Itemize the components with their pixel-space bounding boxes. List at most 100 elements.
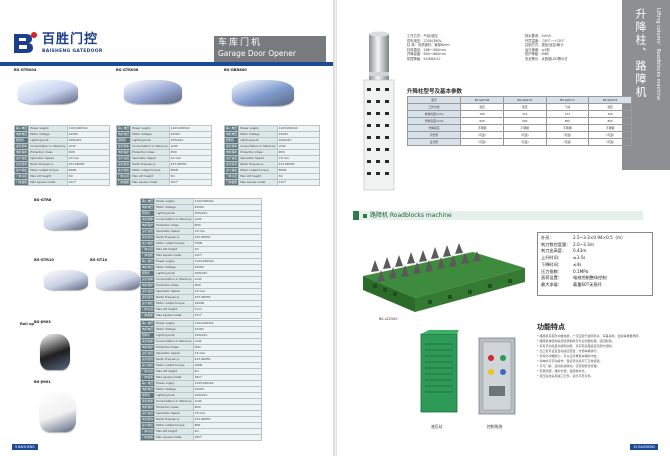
roadblock-spec-value: 2.5~3.3×0.94×0.5（m）: [573, 235, 626, 240]
roadblock-spec-value: ≤3.5s: [573, 255, 586, 261]
spec-cell: 运行速度: [223, 155, 240, 162]
spec-cell: Consumption in Stand-by: [130, 143, 170, 150]
spec-cell: 最大输出: [139, 362, 156, 369]
spec-cell: Max square meter: [28, 179, 68, 186]
product-model-label: BS-JM03: [34, 320, 51, 324]
feature-item: * 具有防冲撞能力，可以应对重型车辆的冲击。: [537, 354, 600, 358]
model-table-cell: 800: [588, 117, 632, 125]
product-model-label: BS-GTR8: [34, 198, 52, 202]
spec-cell: 门体面积: [139, 434, 156, 441]
feature-item: * 安装简便，维护方便，使用寿命长。: [537, 369, 588, 373]
spec-cell: 电机电压: [223, 131, 240, 138]
model-table-header-cell: 型号: [406, 96, 462, 104]
spec-cell: 遥控距离: [13, 161, 30, 168]
spec-cell: 10m²: [168, 179, 213, 186]
right-header-en: Lifting column、Roadblocks machine: [655, 8, 661, 101]
feature-item: * 路障机体结构采用优质钢材及专业喷塑处理，坚固耐用。: [537, 339, 615, 343]
spec-cell: 门体面积: [139, 312, 156, 319]
spec-cell: 输入电压: [139, 198, 156, 205]
spec-cell: 最大输出: [115, 167, 132, 174]
spec-cell: 最大输出: [139, 422, 156, 429]
spec-cell: Max square meter: [130, 179, 170, 186]
roadblock-spec-key: 压力指数：: [541, 268, 562, 274]
model-table-cell: 升降机芯: [406, 124, 462, 132]
control-cabinet-image: [477, 336, 517, 416]
intro-line: 升降高度：600～800mm: [407, 52, 446, 57]
spec-cell: 门体高度: [139, 368, 156, 375]
product-image: [40, 392, 76, 432]
roadblock-spec-value: ≤4s: [573, 261, 582, 267]
product-model-label: BS-JM01: [34, 380, 51, 384]
roadblock-spec-row: 压力指数：0.1MPa: [541, 269, 649, 276]
spec-cell: 输入电压: [139, 320, 156, 327]
product-model-label: BS-GTR004: [14, 68, 37, 72]
model-table-cell: 工作方式: [406, 103, 462, 111]
spec-cell: Consumption in Stand-by: [238, 143, 278, 150]
product-image: [44, 210, 88, 230]
features-title: 功能特点: [537, 323, 565, 331]
model-table-cell: 219: [502, 110, 547, 118]
roadblock-spec-key: 刺刀数控度量：: [541, 241, 571, 247]
model-table-cell: 不锈钢: [588, 124, 632, 132]
spec-cell: 遥控频率: [139, 338, 156, 345]
model-table-cell: 柱体直径(mm): [406, 110, 462, 118]
roadblock-spec-row: 最大承载：载重60T无损坏: [541, 282, 649, 289]
roadblock-spec-key: 外形：: [541, 235, 554, 240]
roadblock-spec-value: 2.0~3.3m: [573, 241, 594, 247]
spec-cell: Max square meter: [238, 179, 278, 186]
roadblock-spec-row: 刺刀数控度量：2.0~3.3m: [541, 242, 649, 249]
spec-cell: 运行速度: [13, 155, 30, 162]
spec-cell: Consumption in Stand-by: [154, 216, 194, 223]
spec-cell: 门体高度: [223, 173, 240, 180]
spec-cell: 遥控距离: [115, 161, 132, 168]
intro-line: 供电电压：220V/380V: [407, 38, 442, 43]
roadblock-spec-row: 上升时间：≤3.5s: [541, 255, 649, 262]
spec-cell: 18m²: [192, 434, 263, 441]
brand-name-en: BAISHENG GATEDOOR: [42, 48, 103, 54]
spec-cell: 运行速度: [139, 288, 156, 295]
product-model-label: BS-GTR10: [34, 258, 54, 262]
model-table-cell: (可选): [460, 138, 504, 146]
spec-cell: 电机电压: [139, 326, 156, 333]
spec-cell: 遥控频率: [139, 398, 156, 405]
spec-cell: 最大输出: [13, 167, 30, 174]
hydraulic-station-image: [419, 330, 459, 414]
product-image: [40, 334, 70, 370]
roadblock-spec-row: 下降时间： ≤4s: [541, 262, 649, 269]
model-table-cell: 800: [545, 117, 590, 125]
spec-cell: 输入电压: [139, 380, 156, 387]
spec-cell: 遥控频率: [13, 143, 30, 150]
section-title-cn: 车库门机: [218, 38, 263, 48]
model-table-cell: 升降高度(mm): [406, 117, 462, 125]
model-table-cell: (可选): [502, 138, 547, 146]
model-table-cell: 600: [502, 117, 547, 125]
page-number-value: 9: [15, 445, 18, 449]
model-table-row: 闪光带(可选)(可选)(可选)(可选): [406, 131, 632, 139]
intro-line: 安全警示：太阳能LED警示灯: [525, 56, 568, 61]
spec-cell: 遥控频率: [115, 143, 132, 150]
product-image: [124, 80, 182, 104]
spec-cell: 输入电压: [223, 125, 240, 132]
roadblock-spec-row: 外形： 2.5~3.3×0.94×0.5（m）: [541, 235, 649, 242]
roll-up-label: Roll up: [20, 322, 35, 326]
right-header-cn: 升降柱、路障机: [634, 8, 647, 99]
spec-cell: 12m²: [276, 179, 321, 186]
spec-cell: 遥控距离: [139, 234, 156, 241]
model-table-cell: 闪光带: [406, 131, 462, 139]
spec-cell: 遥控距离: [223, 161, 240, 168]
features-list: * 路障机具有防冲撞性能，广泛应用于政府机关、军事基地、监狱等重要场所。* 路障…: [537, 334, 657, 379]
roadblock-spec-row: 刺刀出高度：0.43m: [541, 248, 649, 255]
spec-cell: 门体高度: [139, 306, 156, 313]
roadblock-spec-key: 下降时间：: [541, 261, 562, 267]
spec-cell: 电机电压: [13, 131, 30, 138]
